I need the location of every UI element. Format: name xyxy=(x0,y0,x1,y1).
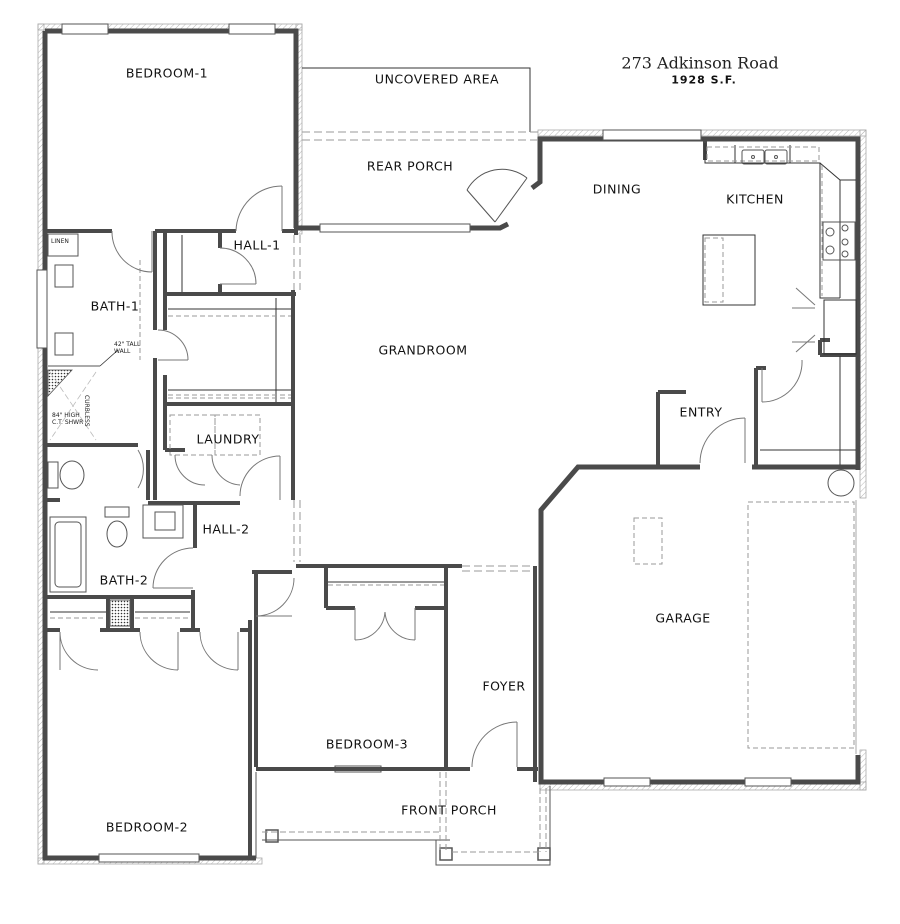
room-label-hall-2: HALL-2 xyxy=(202,521,250,537)
room-label-front-porch: FRONT PORCH xyxy=(401,802,497,818)
room-label-hall-1: HALL-1 xyxy=(233,237,281,253)
bath-2-fixtures xyxy=(49,504,184,593)
shower-bench xyxy=(47,369,73,398)
windows xyxy=(36,23,792,863)
uncovered-area-outline xyxy=(302,67,531,132)
fixtures-thin xyxy=(50,143,857,613)
room-label-bedroom-3: BEDROOM-3 xyxy=(325,736,409,752)
room-label-rear-porch: REAR PORCH xyxy=(366,158,454,174)
room-label-garage: GARAGE xyxy=(655,610,711,626)
door-swings xyxy=(59,185,816,768)
bath-1-fixtures xyxy=(47,233,100,490)
room-label-kitchen: KITCHEN xyxy=(726,191,784,207)
interior-walls xyxy=(45,139,858,858)
address-title: 273 Adkinson Road xyxy=(621,53,779,73)
room-label-bedroom-2: BEDROOM-2 xyxy=(105,819,189,835)
bath-2-chase xyxy=(109,599,131,627)
room-label-bath-1: BATH-1 xyxy=(90,298,140,314)
room-label-foyer: FOYER xyxy=(482,678,526,694)
room-label-uncovered-area: UNCOVERED AREA xyxy=(374,71,500,87)
fixtures-dashed xyxy=(50,146,855,749)
room-label-bedroom-1: BEDROOM-1 xyxy=(125,65,209,81)
room-label-entry: ENTRY xyxy=(679,404,723,420)
rear-porch-door xyxy=(466,168,528,223)
tall-wall-annotation: 42" TALL WALL xyxy=(114,341,141,355)
room-label-dining: DINING xyxy=(592,181,642,197)
square-footage: 1928 S.F. xyxy=(671,73,737,87)
room-label-grandroom: GRANDROOM xyxy=(378,342,468,358)
kitchen-fixtures xyxy=(741,149,856,261)
room-label-bath-2: BATH-2 xyxy=(99,572,149,588)
water-heater xyxy=(827,469,855,497)
exterior-siding xyxy=(37,23,867,865)
porch-dashed-lines xyxy=(293,131,540,572)
front-porch-dashed xyxy=(262,772,547,853)
curbless-annotation: CURBLESS xyxy=(83,395,90,427)
linen-annotation: LINEN xyxy=(51,238,69,245)
shower-lines xyxy=(49,371,97,441)
front-porch xyxy=(255,772,551,866)
shower-annotation: 84" HIGH C.T. SHWR xyxy=(52,412,84,426)
room-label-laundry: LAUNDRY xyxy=(196,431,260,447)
tall-wall-leader xyxy=(99,349,119,367)
